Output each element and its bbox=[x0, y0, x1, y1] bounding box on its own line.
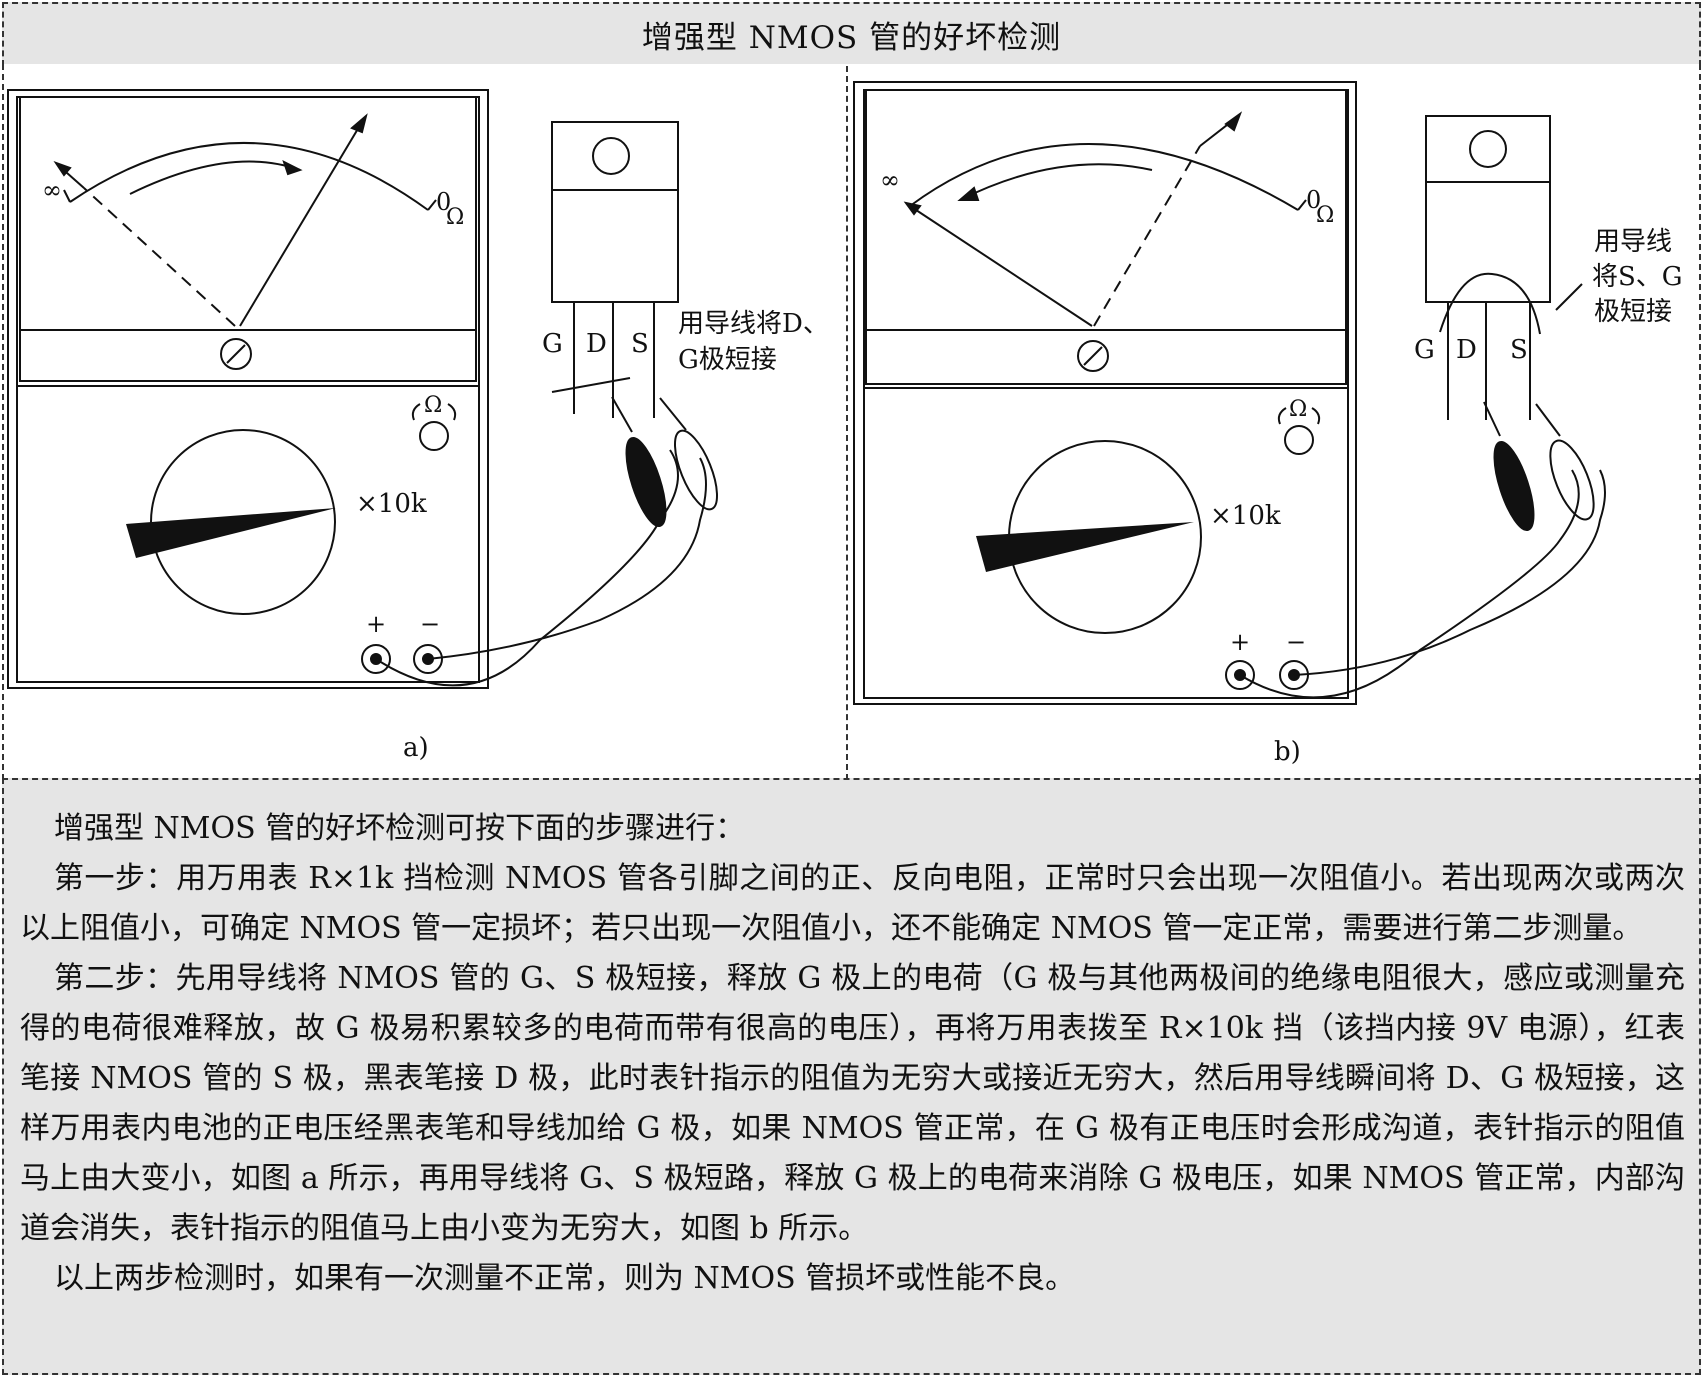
annotation-line-2: G极短接 bbox=[678, 345, 777, 375]
range-pointer bbox=[976, 522, 1194, 572]
motion-arrow bbox=[129, 160, 301, 195]
dial-window bbox=[865, 89, 1347, 385]
meter-body-inner bbox=[16, 96, 480, 683]
panel-divider bbox=[846, 66, 848, 780]
motion-arrow bbox=[959, 163, 1153, 201]
switch-panel bbox=[16, 385, 480, 683]
ohm-adjust-knob-icon bbox=[419, 421, 449, 451]
figure-svg: ∞ 0 Ω Ω ×10k + − G D S 用导线将D、 G极短接 a) bbox=[7, 81, 1683, 767]
terminal-plus-jack bbox=[1225, 660, 1255, 690]
scale-arc bbox=[69, 141, 429, 211]
dial-ohm-label: Ω bbox=[446, 205, 464, 230]
conclusion-paragraph: 以上两步检测时，如果有一次测量不正常，则为 NMOS 管损坏或性能不良。 bbox=[54, 1261, 1076, 1296]
mosfet-mount-hole bbox=[1469, 130, 1507, 168]
dial-ohm-label: Ω bbox=[1316, 203, 1334, 228]
mosfet-tab bbox=[551, 121, 679, 191]
range-label: ×10k bbox=[1210, 501, 1281, 531]
annotation-line-1: 用导线将D、 bbox=[678, 309, 829, 339]
terminal-minus-label: − bbox=[420, 610, 440, 638]
caption-a: a) bbox=[403, 733, 429, 763]
meter-body-inner bbox=[863, 89, 1349, 699]
needle-previous bbox=[1093, 145, 1201, 327]
range-label: ×10k bbox=[356, 489, 427, 519]
terminal-plus-label: + bbox=[1230, 628, 1250, 656]
panel-a bbox=[7, 89, 718, 689]
test-lead-wire bbox=[1239, 469, 1580, 699]
needle-current bbox=[239, 121, 363, 327]
annotation-line-2: 将S、G bbox=[1592, 262, 1683, 292]
red-probe bbox=[674, 429, 718, 511]
meter-body-outer bbox=[7, 89, 489, 689]
scale-arc bbox=[909, 143, 1299, 211]
terminal-plus-label: + bbox=[366, 610, 386, 638]
annotation-line-1: 用导线 bbox=[1594, 227, 1672, 257]
meter-body-outer bbox=[853, 81, 1357, 705]
dial-infinity-label: ∞ bbox=[42, 176, 62, 204]
zero-adjust-icon bbox=[220, 338, 252, 370]
intro-paragraph: 增强型 NMOS 管的好坏检测可按下面的步骤进行： bbox=[54, 811, 746, 846]
step-one-paragraph: 第一步：用万用表 R×1k 挡检测 NMOS 管各引脚之间的正、反向电阻，正常时… bbox=[20, 861, 1685, 946]
step-two-paragraph: 第二步：先用导线将 NMOS 管的 G、S 极短接，释放 G 极上的电荷（G 极… bbox=[20, 961, 1685, 1246]
dial-zero-label: 0 bbox=[1306, 186, 1321, 214]
mosfet-tab bbox=[1425, 115, 1551, 183]
test-lead-wire bbox=[375, 449, 679, 687]
pin-label-s: S bbox=[1510, 335, 1528, 365]
switch-panel bbox=[863, 387, 1349, 699]
range-pointer bbox=[126, 508, 336, 558]
terminal-minus-jack bbox=[413, 644, 443, 674]
annotation-line-3: 极短接 bbox=[1594, 297, 1672, 327]
black-probe bbox=[625, 437, 667, 527]
black-probe bbox=[1493, 441, 1535, 531]
page-title-text: 增强型 NMOS 管的好坏检测 bbox=[641, 19, 1062, 56]
dial-infinity-label: ∞ bbox=[880, 166, 900, 194]
caption-b: b) bbox=[1274, 737, 1301, 767]
explanation-text: 增强型 NMOS 管的好坏检测可按下面的步骤进行： 第一步：用万用表 R×1k … bbox=[2, 778, 1701, 1375]
dial-zero-label: 0 bbox=[436, 188, 451, 216]
needle-current bbox=[909, 205, 1093, 327]
needle-previous bbox=[83, 187, 236, 327]
zero-adjust-icon bbox=[1077, 340, 1109, 372]
range-selector-dial bbox=[150, 429, 336, 615]
pin-label-g: G bbox=[1414, 335, 1435, 365]
dial-window bbox=[19, 96, 477, 382]
red-probe bbox=[1549, 439, 1595, 521]
ohm-adjust-knob-icon bbox=[1284, 425, 1314, 455]
figure-area bbox=[2, 64, 1701, 780]
shorting-wire bbox=[1439, 272, 1541, 335]
mosfet-body bbox=[551, 189, 679, 303]
mosfet-mount-hole bbox=[592, 137, 630, 175]
knob-ohm-label: Ω bbox=[1289, 397, 1307, 422]
pin-label-d: D bbox=[1456, 335, 1477, 365]
panel-b bbox=[853, 81, 1606, 705]
pin-label-g: G bbox=[542, 329, 563, 359]
pin-label-d: D bbox=[586, 329, 607, 359]
knob-ohm-label: Ω bbox=[424, 393, 442, 418]
terminal-minus-label: − bbox=[1286, 628, 1306, 656]
mosfet-body bbox=[1425, 181, 1551, 303]
terminal-plus-jack bbox=[361, 644, 391, 674]
pin-label-s: S bbox=[631, 329, 649, 359]
shorting-wire bbox=[551, 377, 631, 393]
